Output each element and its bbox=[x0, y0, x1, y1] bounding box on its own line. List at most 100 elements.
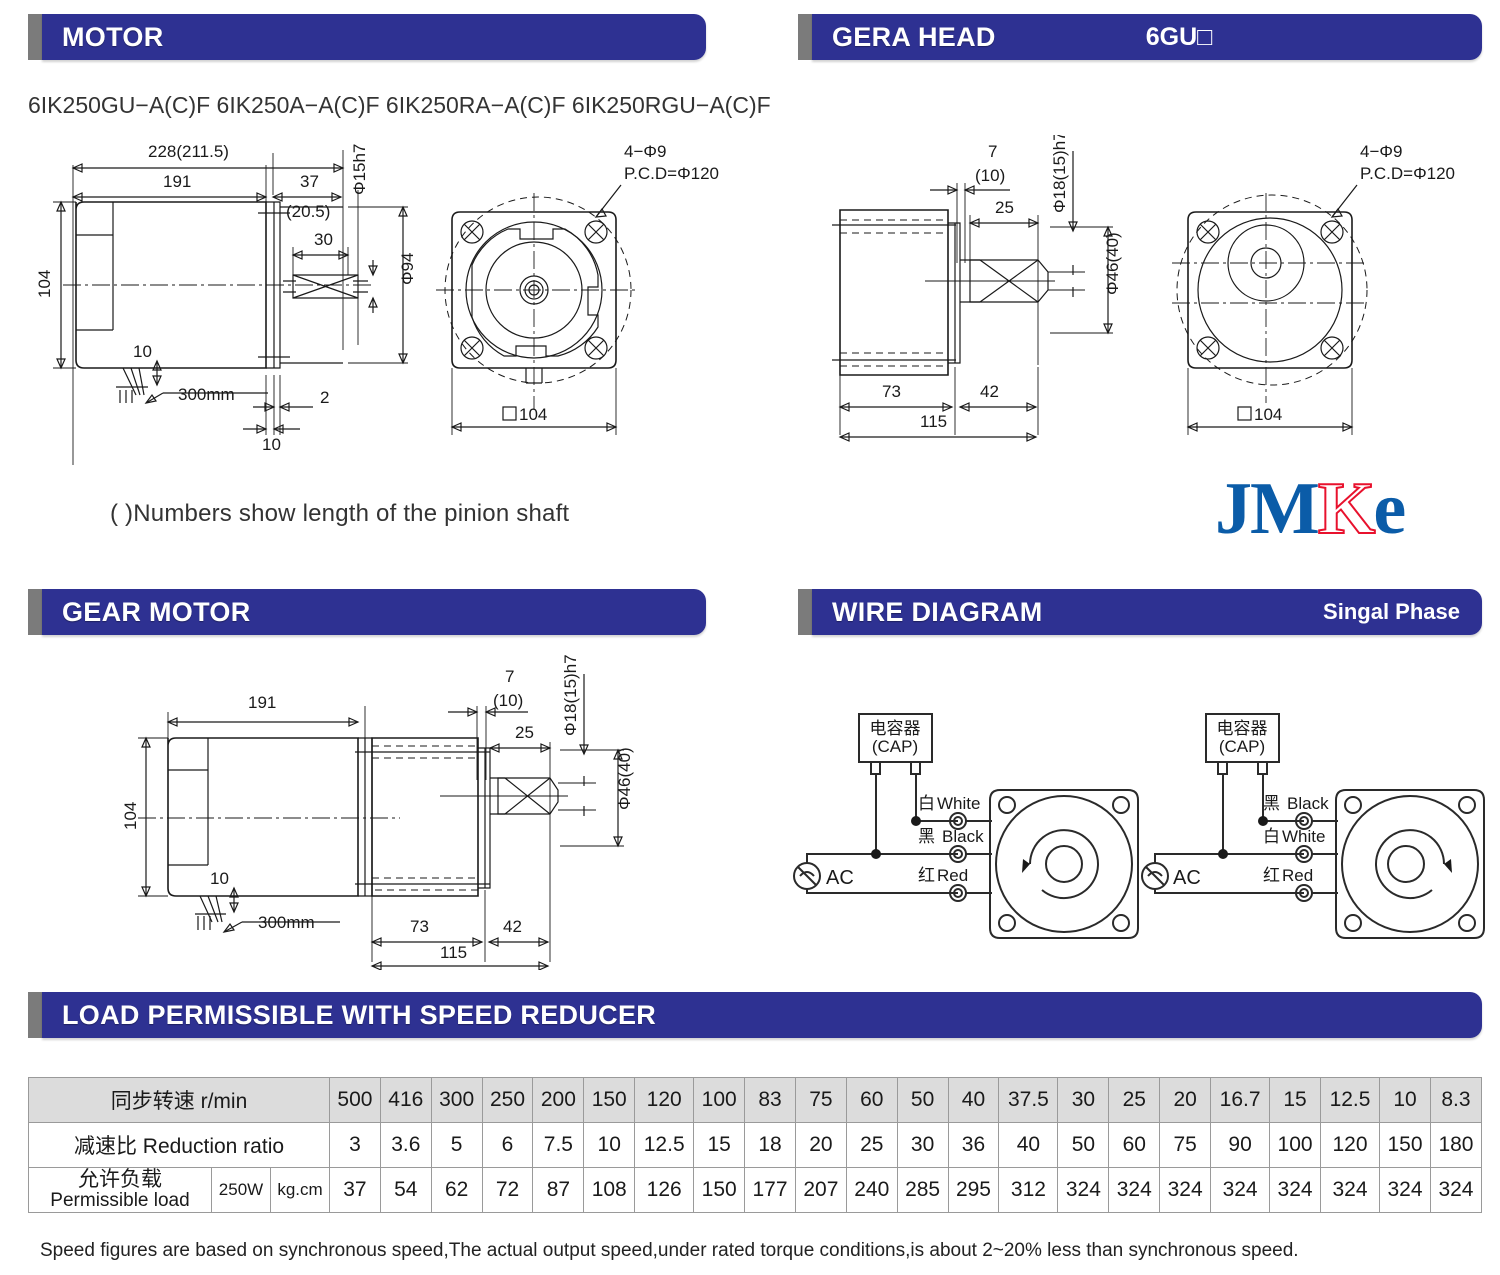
load-permissible-table: 同步转速 r/min 500 416 300 250 200 150 120 1… bbox=[28, 1077, 1483, 1213]
dim-height: 104 bbox=[121, 802, 140, 830]
speed-cell: 416 bbox=[379, 1077, 432, 1123]
lead-label-red: 红 bbox=[918, 866, 935, 885]
load-cell: 324 bbox=[1379, 1167, 1431, 1213]
row-label-load-cn: 允许负载 bbox=[78, 1168, 162, 1191]
load-cell: 324 bbox=[1319, 1167, 1381, 1213]
motor-model-list: 6IK250GU−A(C)F 6IK250A−A(C)F 6IK250RA−A(… bbox=[28, 92, 771, 118]
load-unit: kg.cm bbox=[270, 1167, 330, 1213]
ratio-cell: 12.5 bbox=[634, 1122, 695, 1168]
header-accent-tab bbox=[798, 14, 812, 60]
load-cell: 324 bbox=[1210, 1167, 1271, 1213]
header-bar: MOTOR bbox=[42, 14, 706, 60]
ratio-cell: 90 bbox=[1210, 1122, 1271, 1168]
dim-boss-diameter: Φ46(40) bbox=[615, 747, 634, 810]
dim-gap: 2 bbox=[320, 388, 329, 407]
ratio-cell: 100 bbox=[1269, 1122, 1321, 1168]
header-bar: WIRE DIAGRAM Singal Phase bbox=[812, 589, 1482, 635]
dim-shaft-diameter: Φ18(15)h7 bbox=[561, 654, 580, 736]
table-row-ratio: 减速比 Reduction ratio 3 3.6 5 6 7.5 10 12.… bbox=[28, 1122, 1483, 1168]
dim-key-length: 30 bbox=[314, 230, 333, 249]
load-cell: 240 bbox=[845, 1167, 898, 1213]
page-title-motor: MOTOR bbox=[62, 21, 164, 52]
gear-motor-dimension-drawing: 191 104 10 300mm 7 (10) 25 Φ18(15)h7 Φ46… bbox=[121, 654, 634, 970]
dim-boss-diameter: Φ46(40) bbox=[1103, 232, 1122, 295]
ratio-cell: 20 bbox=[794, 1122, 847, 1168]
load-cell: 126 bbox=[634, 1167, 695, 1213]
section-header-load-table: LOAD PERMISSIBLE WITH SPEED REDUCER bbox=[28, 992, 1482, 1038]
dim-bolt-holes: 4−Φ9 bbox=[624, 142, 666, 161]
ac-source-label: AC bbox=[826, 867, 854, 889]
junction-dot bbox=[1218, 849, 1228, 859]
page-title-load-table: LOAD PERMISSIBLE WITH SPEED REDUCER bbox=[62, 999, 657, 1030]
dim-step: 7 bbox=[505, 667, 514, 686]
dim-lead-length: 300mm bbox=[178, 385, 235, 404]
speed-cell: 83 bbox=[744, 1077, 796, 1123]
dim-plate: 10 bbox=[262, 435, 281, 454]
load-cell: 324 bbox=[1429, 1167, 1483, 1213]
dim-pcd: P.C.D=Φ120 bbox=[1360, 164, 1455, 183]
table-row-speed: 同步转速 r/min 500 416 300 250 200 150 120 1… bbox=[28, 1077, 1483, 1123]
load-cell: 324 bbox=[1057, 1167, 1110, 1213]
wire-diagram-ccw: 电容器 (CAP) AC 白 White 黑 Black 红 Red bbox=[793, 713, 1139, 939]
capacitor-label-en: (CAP) bbox=[1219, 737, 1265, 756]
ratio-cell: 60 bbox=[1108, 1122, 1161, 1168]
lead-label-black: 黑 bbox=[1263, 794, 1280, 813]
header-bar: LOAD PERMISSIBLE WITH SPEED REDUCER bbox=[42, 992, 1482, 1038]
load-cell: 324 bbox=[1108, 1167, 1161, 1213]
gera-head-model: 6GU□ bbox=[1145, 22, 1213, 51]
lead-label-red-en: Red bbox=[1282, 866, 1313, 885]
gera-head-dimension-drawing: 7 (10) 25 Φ18(15)h7 Φ46(40) 73 42 115 bbox=[832, 135, 1455, 442]
dim-shaft-zone: 37 bbox=[300, 172, 319, 191]
ratio-cell: 18 bbox=[744, 1122, 796, 1168]
load-cell: 87 bbox=[532, 1167, 585, 1213]
terminal-white bbox=[1295, 845, 1338, 863]
ratio-cell: 15 bbox=[693, 1122, 746, 1168]
load-cell: 150 bbox=[693, 1167, 746, 1213]
brand-logo: JMKe bbox=[1215, 471, 1406, 547]
load-cell: 324 bbox=[1159, 1167, 1212, 1213]
speed-cell: 8.3 bbox=[1429, 1077, 1483, 1123]
header-accent-tab bbox=[28, 589, 42, 635]
page-title-gera-head: GERA HEAD bbox=[832, 21, 996, 52]
load-cell: 62 bbox=[430, 1167, 483, 1213]
speed-cell: 12.5 bbox=[1319, 1077, 1381, 1123]
lead-label-white: 白 bbox=[918, 794, 935, 813]
rotation-arrow-ccw bbox=[1022, 859, 1030, 873]
ratio-cell: 36 bbox=[947, 1122, 1000, 1168]
ratio-cell: 7.5 bbox=[532, 1122, 585, 1168]
lead-label-red-en: Red bbox=[937, 866, 968, 885]
speed-cell: 30 bbox=[1057, 1077, 1110, 1123]
pinion-shaft-footnote: ( )Numbers show length of the pinion sha… bbox=[110, 500, 570, 527]
speed-cell: 15 bbox=[1269, 1077, 1321, 1123]
ratio-cell: 5 bbox=[430, 1122, 483, 1168]
logo-text-k: K bbox=[1317, 468, 1377, 550]
header-accent-tab bbox=[28, 992, 42, 1038]
ratio-cell: 3.6 bbox=[379, 1122, 432, 1168]
ratio-cell: 25 bbox=[845, 1122, 898, 1168]
wire-diagram-cw: 电容器 (CAP) AC 黑 Black 白 White 红 Red bbox=[1141, 713, 1485, 939]
load-cell: 312 bbox=[998, 1167, 1059, 1213]
speed-cell: 250 bbox=[481, 1077, 534, 1123]
dim-gear-length: 73 bbox=[410, 917, 429, 936]
speed-cell: 25 bbox=[1108, 1077, 1161, 1123]
ratio-cell: 40 bbox=[998, 1122, 1059, 1168]
dim-step-alt: (10) bbox=[975, 166, 1005, 185]
page-title-gear-motor: GEAR MOTOR bbox=[62, 596, 251, 627]
header-bar: GEAR MOTOR bbox=[42, 589, 706, 635]
speed-cell: 20 bbox=[1159, 1077, 1212, 1123]
speed-cell: 10 bbox=[1379, 1077, 1431, 1123]
ratio-cell: 150 bbox=[1379, 1122, 1431, 1168]
page-title-wire-diagram: WIRE DIAGRAM bbox=[832, 596, 1043, 627]
section-header-wire-diagram: WIRE DIAGRAM Singal Phase bbox=[798, 589, 1482, 635]
section-header-motor: MOTOR bbox=[28, 14, 706, 60]
ratio-cell: 120 bbox=[1319, 1122, 1381, 1168]
dim-height: 104 bbox=[35, 270, 54, 298]
dim-key-length: 25 bbox=[995, 198, 1014, 217]
header-bar: GERA HEAD 6GU□ bbox=[812, 14, 1482, 60]
terminal-white bbox=[949, 812, 992, 830]
load-cell: 54 bbox=[379, 1167, 432, 1213]
dim-body-length: 73 bbox=[882, 382, 901, 401]
dim-step: 7 bbox=[988, 142, 997, 161]
speed-cell: 100 bbox=[693, 1077, 746, 1123]
header-accent-tab bbox=[28, 14, 42, 60]
